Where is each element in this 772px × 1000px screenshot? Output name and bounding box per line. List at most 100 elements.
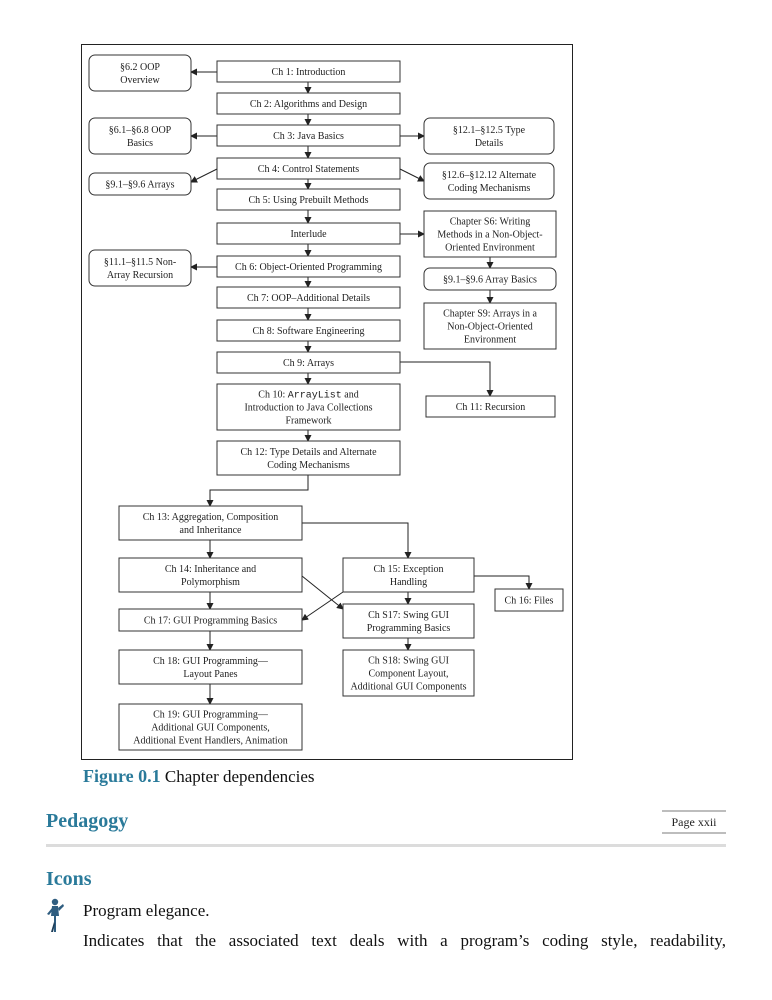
svg-text:Ch 15: Exception: Ch 15: Exception — [374, 564, 444, 575]
dependency-arrow — [474, 575, 533, 590]
node-ch9: Ch 9: Arrays — [216, 351, 401, 374]
svg-text:Ch 8: Software Engineering: Ch 8: Software Engineering — [253, 326, 365, 337]
figure-caption-text: Chapter dependencies — [164, 767, 315, 786]
svg-text:Details: Details — [475, 138, 503, 149]
item-title: Program elegance. — [83, 901, 210, 920]
section-divider — [46, 844, 726, 847]
node-ch3: Ch 3: Java Basics — [216, 124, 401, 147]
node-ch7: Ch 7: OOP–Additional Details — [216, 286, 401, 309]
svg-text:Ch 3: Java Basics: Ch 3: Java Basics — [273, 131, 344, 142]
svg-text:Ch 10: ArrayList and: Ch 10: ArrayList and — [258, 390, 358, 402]
node-ch6: Ch 6: Object-Oriented Programming — [216, 255, 401, 278]
dependency-arrow — [301, 591, 344, 621]
svg-text:and Inheritance: and Inheritance — [180, 525, 242, 536]
svg-text:Methods in a Non-Object-: Methods in a Non-Object- — [437, 230, 542, 241]
svg-text:§12.6–§12.12 Alternate: §12.6–§12.12 Alternate — [442, 170, 537, 181]
dependency-arrow — [301, 575, 344, 610]
svg-text:Ch S18: Swing GUI: Ch S18: Swing GUI — [368, 656, 449, 667]
subheading-icons: Icons — [46, 868, 92, 890]
svg-text:Overview: Overview — [120, 75, 160, 86]
node-array-basics: §9.1–§9.6 Array Basics — [423, 267, 557, 291]
svg-text:Ch 18: GUI Programming—: Ch 18: GUI Programming— — [153, 656, 269, 667]
program-elegance-icon — [44, 898, 66, 934]
node-chs18: Ch S18: Swing GUI Component Layout, Additi… — [342, 649, 475, 697]
svg-text:Ch 13: Aggregation, Compositio: Ch 13: Aggregation, Composition — [143, 512, 279, 523]
svg-text:§11.1–§11.5 Non-: §11.1–§11.5 Non- — [104, 257, 176, 268]
svg-text:Basics: Basics — [127, 138, 153, 149]
node-ch16: Ch 16: Files — [494, 588, 564, 612]
svg-text:Ch 19: GUI Programming—: Ch 19: GUI Programming— — [153, 710, 269, 721]
figure-caption: Figure 0.1 Chapter dependencies — [83, 766, 315, 787]
svg-text:Layout Panes: Layout Panes — [183, 669, 237, 680]
svg-text:Ch 2: Algorithms and Design: Ch 2: Algorithms and Design — [250, 99, 367, 110]
svg-text:Interlude: Interlude — [290, 229, 327, 240]
node-oop-overview: §6.2 OOP Overview — [88, 54, 192, 92]
svg-text:Coding Mechanisms: Coding Mechanisms — [448, 183, 531, 194]
svg-text:Additional GUI Components,: Additional GUI Components, — [151, 723, 270, 734]
svg-text:§6.1–§6.8 OOP: §6.1–§6.8 OOP — [109, 125, 172, 136]
svg-text:Ch 11: Recursion: Ch 11: Recursion — [456, 402, 526, 413]
svg-text:§9.1–§9.6 Array Basics: §9.1–§9.6 Array Basics — [443, 275, 537, 286]
dependency-arrow — [400, 361, 494, 397]
figure-label: Figure 0.1 — [83, 766, 161, 786]
node-chs17: Ch S17: Swing GUI Programming Basics — [342, 603, 475, 639]
svg-text:Array Recursion: Array Recursion — [107, 270, 173, 281]
item-description: Indicates that the associated text deals… — [83, 931, 726, 950]
dependency-arrow — [206, 475, 309, 507]
svg-text:Ch 7: OOP–Additional Details: Ch 7: OOP–Additional Details — [247, 293, 370, 304]
node-ch8: Ch 8: Software Engineering — [216, 319, 401, 342]
svg-text:Programming Basics: Programming Basics — [367, 623, 451, 634]
svg-text:Framework: Framework — [285, 416, 331, 427]
node-interlude: Interlude — [216, 222, 401, 245]
svg-text:Ch 12: Type Details and Altern: Ch 12: Type Details and Alternate — [240, 447, 377, 458]
svg-text:Introduction to Java Collectio: Introduction to Java Collections — [244, 403, 372, 414]
svg-text:Ch 14: Inheritance and: Ch 14: Inheritance and — [165, 564, 256, 575]
dependency-arrow — [302, 522, 412, 559]
svg-text:Ch 17: GUI Programming Basics: Ch 17: GUI Programming Basics — [144, 616, 277, 627]
node-ch4: Ch 4: Control Statements — [216, 157, 401, 180]
svg-text:Non-Object-Oriented: Non-Object-Oriented — [447, 322, 533, 333]
svg-text:Ch 4: Control Statements: Ch 4: Control Statements — [258, 164, 359, 175]
page-marker: Page xxii — [662, 810, 726, 834]
svg-text:Chapter S6: Writing: Chapter S6: Writing — [450, 217, 531, 228]
svg-text:Additional Event Handlers, Ani: Additional Event Handlers, Animation — [133, 736, 287, 747]
node-ch18: Ch 18: GUI Programming— Layout Panes — [118, 649, 303, 685]
node-ch19: Ch 19: GUI Programming— Additional GUI Co… — [118, 703, 303, 751]
svg-text:Handling: Handling — [390, 577, 427, 588]
svg-text:Chapter S9: Arrays in a: Chapter S9: Arrays in a — [443, 309, 537, 320]
node-s9: Chapter S9: Arrays in a Non-Object-Orient… — [423, 302, 557, 350]
svg-text:Ch 16: Files: Ch 16: Files — [505, 596, 554, 607]
svg-text:§9.1–§9.6 Arrays: §9.1–§9.6 Arrays — [105, 180, 174, 191]
node-ch5: Ch 5: Using Prebuilt Methods — [216, 188, 401, 211]
section-heading: Pedagogy — [46, 810, 129, 832]
svg-text:Ch 1: Introduction: Ch 1: Introduction — [272, 67, 346, 78]
node-ch1: Ch 1: Introduction — [216, 60, 401, 83]
node-arrays-s9: §9.1–§9.6 Arrays — [88, 172, 192, 196]
svg-text:Ch 6: Object-Oriented Programm: Ch 6: Object-Oriented Programming — [235, 262, 382, 273]
dependency-arrow — [399, 168, 425, 182]
svg-text:Oriented Environment: Oriented Environment — [445, 243, 535, 254]
node-ch11: Ch 11: Recursion — [425, 395, 556, 418]
node-oop-basics: §6.1–§6.8 OOP Basics — [88, 117, 192, 155]
node-ch2: Ch 2: Algorithms and Design — [216, 92, 401, 115]
node-ch17: Ch 17: GUI Programming Basics — [118, 608, 303, 632]
node-recursion-s11: §11.1–§11.5 Non- Array Recursion — [88, 249, 192, 287]
svg-text:Ch S17: Swing GUI: Ch S17: Swing GUI — [368, 610, 449, 621]
svg-text:Ch 9: Arrays: Ch 9: Arrays — [283, 358, 334, 369]
dependency-arrow — [190, 168, 218, 183]
svg-text:Component Layout,: Component Layout, — [369, 669, 449, 680]
node-ch13: Ch 13: Aggregation, Composition and Inher… — [118, 505, 303, 541]
svg-text:Environment: Environment — [464, 335, 516, 346]
svg-text:Polymorphism: Polymorphism — [181, 577, 240, 588]
node-ch12: Ch 12: Type Details and AlternateCoding … — [216, 440, 401, 476]
svg-text:Coding Mechanisms: Coding Mechanisms — [267, 460, 350, 471]
svg-text:§6.2 OOP: §6.2 OOP — [120, 62, 160, 73]
svg-text:Additional GUI Components: Additional GUI Components — [350, 682, 466, 693]
